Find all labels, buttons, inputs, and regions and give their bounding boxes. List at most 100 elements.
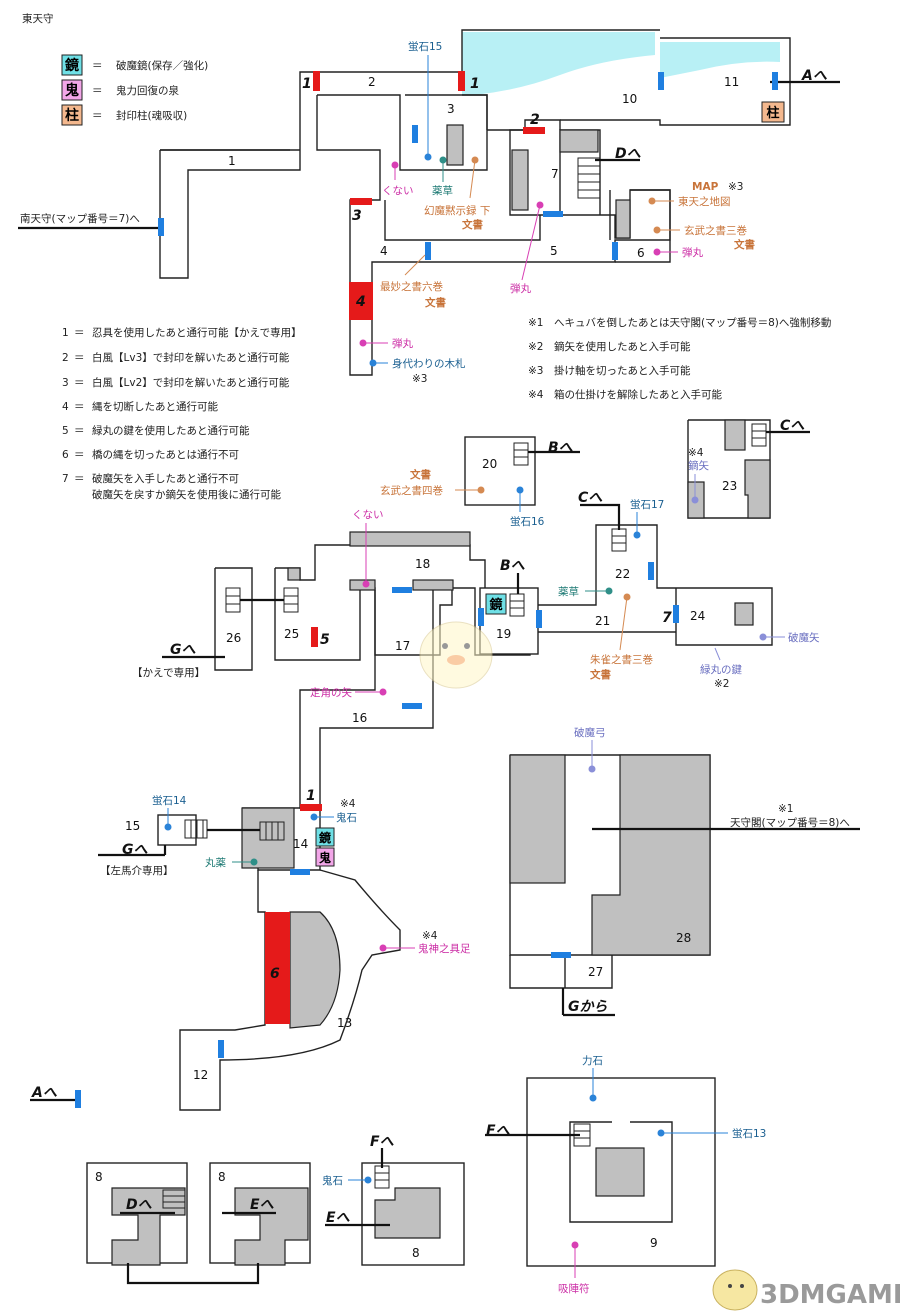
oniishi-note: ※4 [340, 798, 356, 810]
watermark-text: 3DMGAME [760, 1280, 900, 1310]
wall-block [349, 531, 471, 547]
room-27-28: 破魔弓 28 27 Gから ※1 天守閣(マップ番号＝8)へ [509, 726, 860, 1017]
mirror-icon [315, 827, 335, 847]
wall-block [734, 602, 754, 626]
seal-notes: 1 ＝ 忍具を使用したあと通行可能【かえで専用】 2 ＝ 白風【Lv3】で封印を… [62, 326, 302, 501]
mascot-icon [419, 621, 493, 689]
item-hamaya: 破魔矢 [788, 631, 820, 644]
top-map [18, 29, 840, 376]
exit-label: Eへ [250, 1197, 275, 1213]
wall-block [595, 1147, 645, 1197]
item-yakusou: 薬草 [432, 185, 453, 197]
water-area [462, 32, 655, 95]
oni-spring-icon [61, 79, 83, 101]
seal-mark: 2 [530, 112, 540, 128]
migawari-note: ※3 [412, 373, 427, 385]
wall-block [509, 754, 566, 884]
door [158, 218, 164, 236]
seal-note-eq: ＝ [74, 352, 85, 364]
seal-note-eq: ＝ [74, 327, 85, 339]
item-yakusou: 薬草 [558, 586, 579, 598]
room-number: 28 [676, 931, 691, 945]
seal-mark: 1 [302, 76, 312, 92]
map-tag: MAP [692, 181, 719, 193]
exit-label: Bへ [548, 440, 574, 456]
room-number: 8 [412, 1246, 420, 1260]
seal-note-eq: ＝ [74, 377, 85, 389]
room-number: 7 [551, 167, 559, 181]
seal-pillar-icon [761, 101, 785, 123]
room-number: 8 [95, 1170, 103, 1184]
exit-line [126, 1263, 260, 1285]
seal-note-num: 3 [62, 377, 69, 389]
room-number: 10 [622, 92, 637, 106]
room-number: 5 [550, 244, 558, 258]
item-hotaru14: 蛍石14 [152, 794, 187, 807]
exit-note-samanosuke: 【左馬介専用】 [100, 864, 174, 877]
item-jougaku: 定角の矢 [310, 686, 352, 699]
wall [462, 94, 488, 130]
seal-note-text: 破魔矢を戻すか鏑矢を使用後に通行可能 [92, 488, 281, 501]
wall-block [412, 579, 454, 591]
item-midorimaru: 緑丸の鍵 [700, 663, 742, 676]
seal-note-text: 橋の縄を切ったあとは通行不可 [92, 448, 239, 461]
room-21-22-24 [538, 524, 773, 646]
item-bunsho: 文書 [409, 468, 431, 481]
kishin-note: ※4 [422, 930, 438, 942]
room-number: 27 [588, 965, 603, 979]
door [551, 952, 571, 958]
seal-note-text: 白風【Lv2】で封印を解いたあと通行可能 [92, 376, 290, 389]
wall-block [511, 149, 529, 211]
door [658, 72, 664, 90]
seal-gate-1 [300, 804, 322, 811]
stairs [577, 157, 601, 199]
item-higashi-map: 東天之地図 [678, 195, 731, 208]
footnote: ※3 掛け軸を切ったあと入手可能 [528, 364, 691, 377]
door [290, 869, 310, 875]
legend-eq: ＝ [92, 60, 103, 72]
wall-block [559, 129, 599, 153]
seal-note-num: 6 [62, 449, 69, 461]
wall-block [615, 199, 631, 239]
room-12-13 [179, 869, 401, 1111]
legend-mark-mirror: 鏡 [65, 57, 79, 74]
water-area [660, 42, 780, 78]
seal-mark: 1 [306, 788, 316, 804]
wall [615, 189, 671, 263]
items-top: 蛍石15 くない 薬草 幻魔黙示録 下 文書 MAP ※3 東天之地図 玄武之書… [359, 40, 755, 385]
footnotes: ※1 へキュバを倒したあとは天守閣(マップ番号＝8)へ強制移動 ※2 鏑矢を使用… [528, 316, 831, 401]
oni-spring-icon [315, 847, 335, 867]
wall [384, 200, 541, 241]
item-saimyou: 最妙之書六巻 [380, 280, 443, 293]
seal-gate-6 [265, 912, 290, 1024]
exit-line [580, 503, 621, 530]
item-bunsho: 文書 [424, 296, 446, 309]
seal-note-text: 破魔矢を入手したあと通行不可 [92, 472, 239, 485]
legend-eq: ＝ [92, 85, 103, 97]
exit-label: Bへ [500, 558, 526, 574]
item-dangan: 弾丸 [682, 246, 703, 259]
exit-label: Dへ [615, 146, 642, 162]
seal-note-text: 忍具を使用したあと通行可能【かえで専用】 [92, 326, 302, 339]
item-kishin: 鬼神之具足 [418, 942, 471, 955]
door [402, 703, 422, 709]
door [218, 1040, 224, 1058]
wall-block [287, 567, 301, 581]
seal-gate-1 [313, 71, 320, 91]
wall-block [241, 807, 295, 869]
seal-note-eq: ＝ [74, 425, 85, 437]
legend-text-oni: 鬼力回復の泉 [116, 84, 179, 97]
room-20 [464, 436, 536, 506]
wall-block [724, 419, 746, 451]
door [392, 587, 412, 593]
item-ganyaku: 丸薬 [205, 856, 226, 869]
wall-block [289, 911, 341, 1029]
wall-block [446, 124, 464, 166]
watermark: 3DMGAME [712, 1269, 900, 1311]
seal-note-eq: ＝ [74, 473, 85, 485]
wall-block [591, 754, 711, 956]
seal-mark: 5 [320, 632, 330, 648]
pillar-label: 柱 [766, 105, 779, 121]
room-number: 16 [352, 711, 367, 725]
